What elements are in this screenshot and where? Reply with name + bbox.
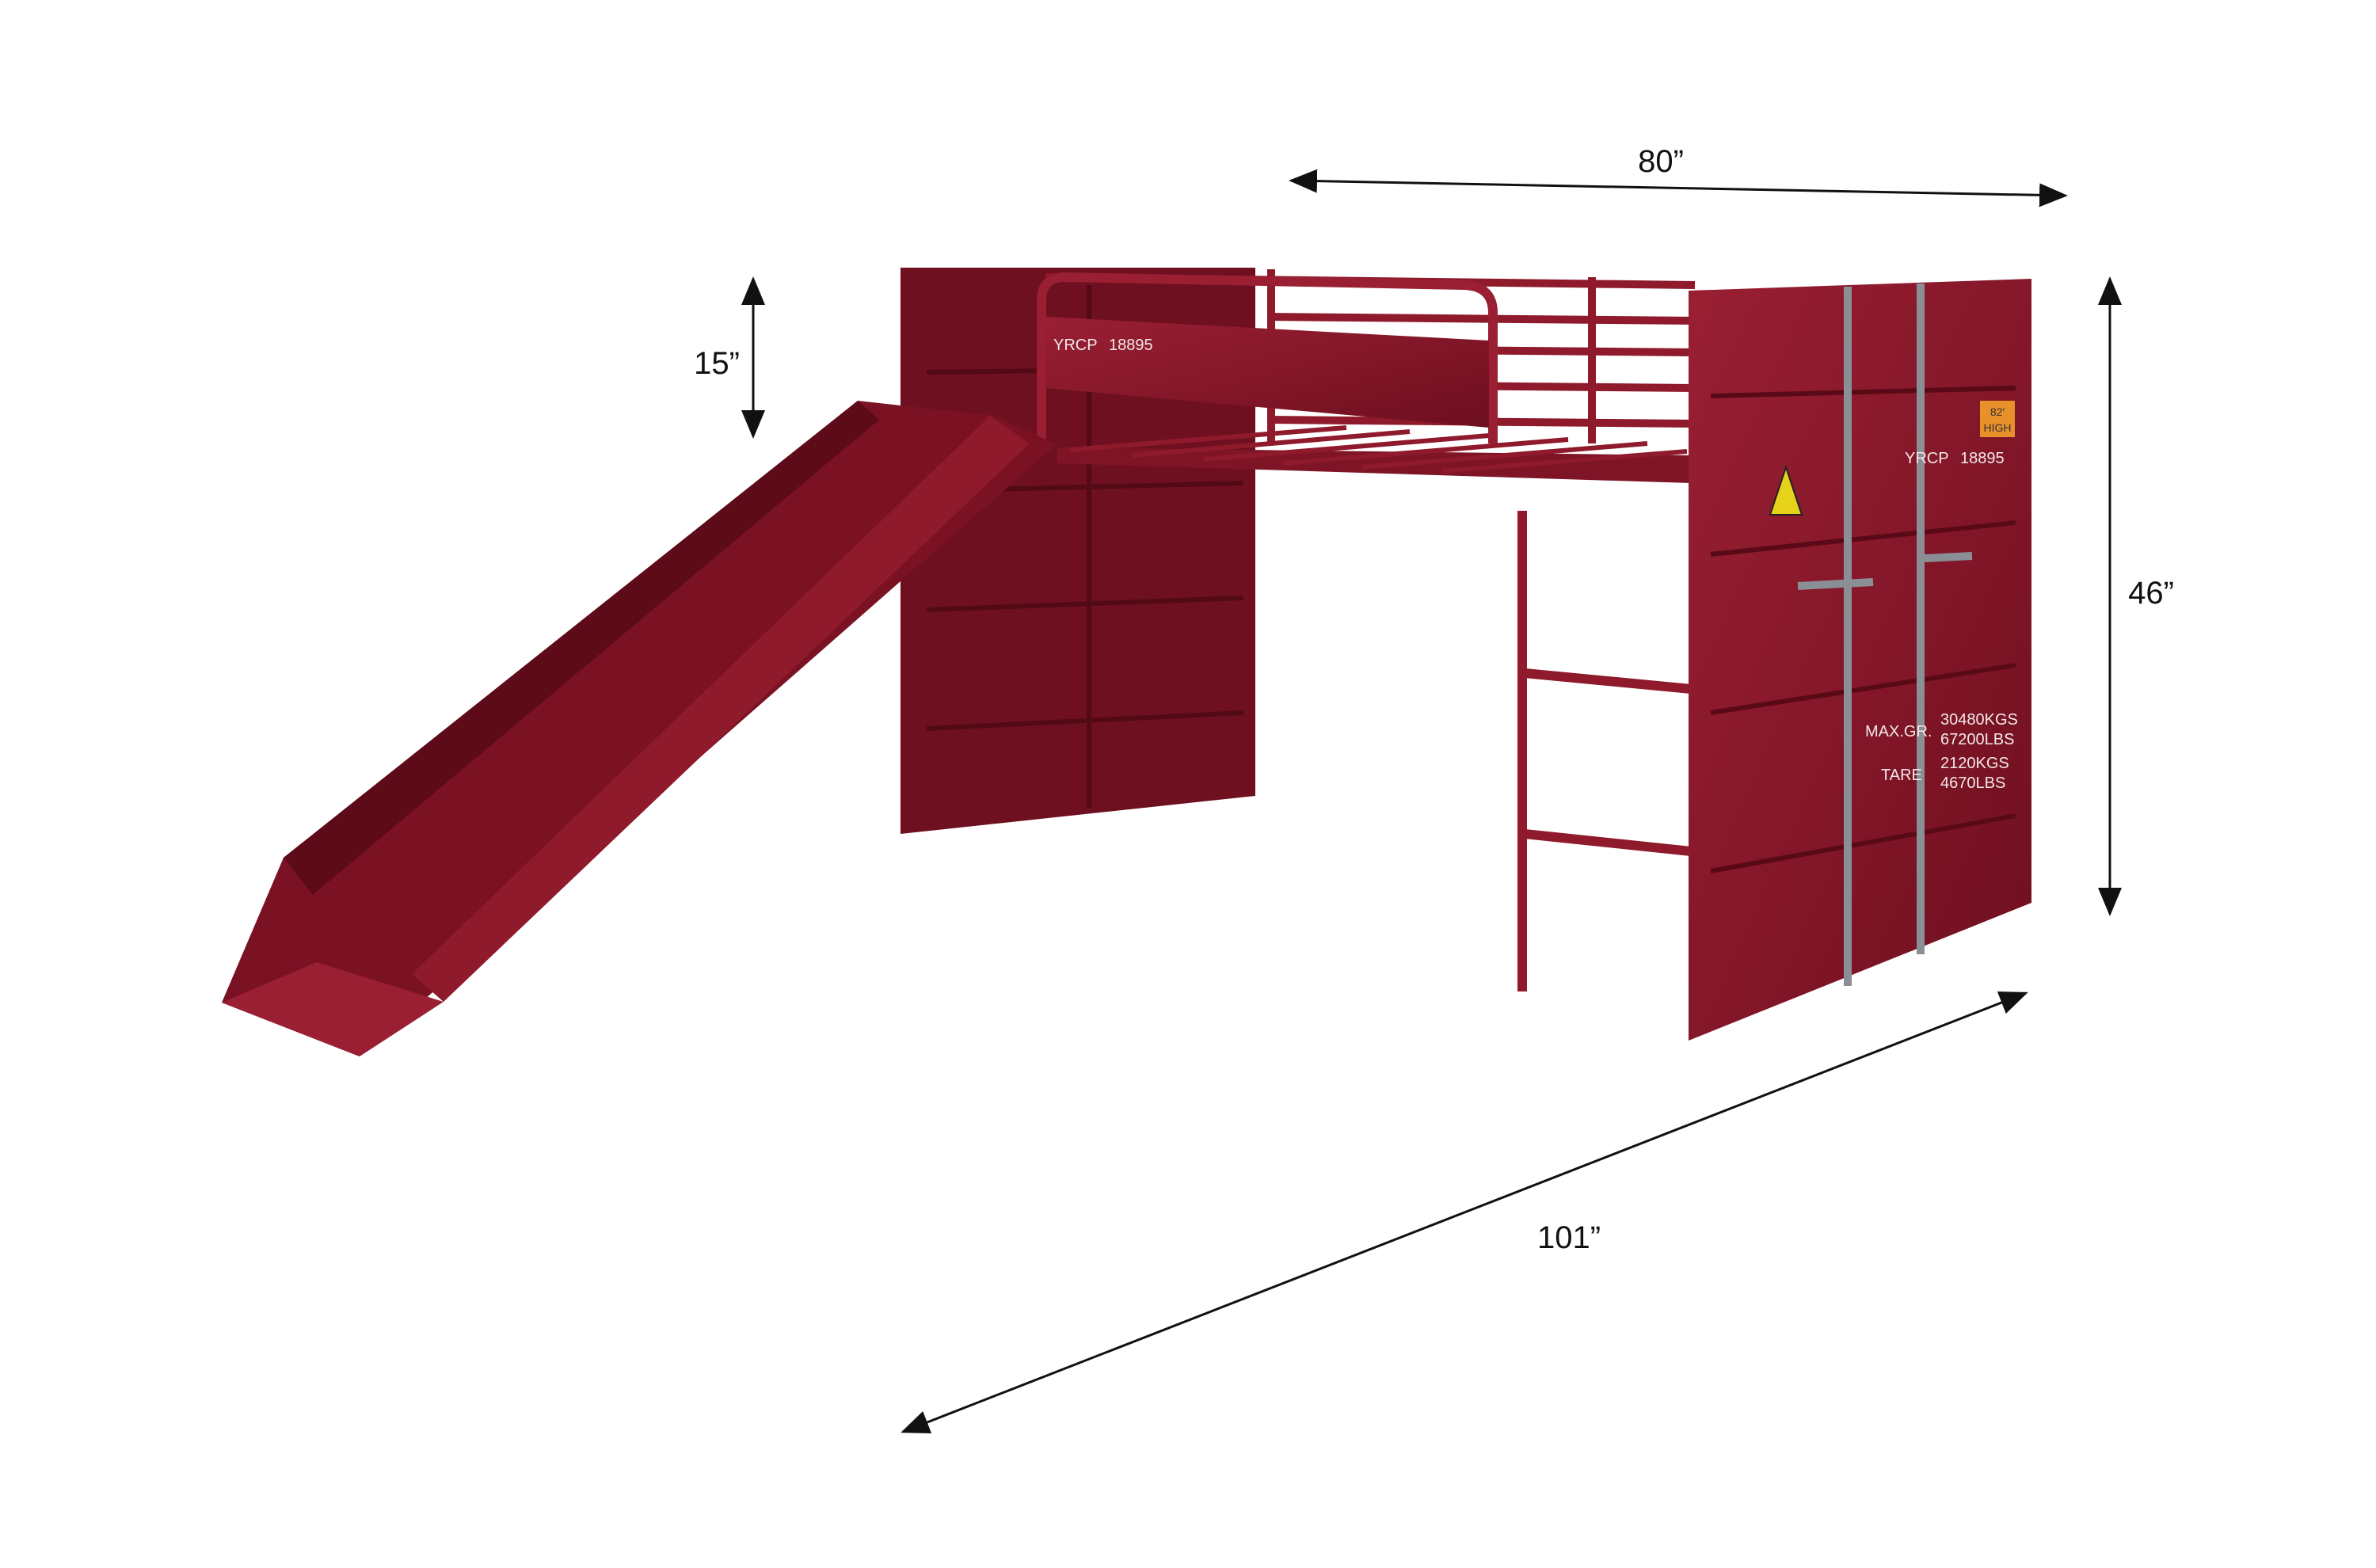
rail-id-prefix: YRCP [1053,337,1098,354]
tare-kgs: 2120KGS [1940,755,2009,772]
tare-label: TARE [1881,767,1922,784]
length-label: 80” [1638,144,1684,179]
length-arrow [1289,169,2068,207]
slide [222,401,1057,1056]
max-gr-kgs: 30480KGS [1940,711,2018,729]
max-gr-lbs: 67200LBS [1940,731,2014,748]
height-label-2: HIGH [1984,421,2012,434]
rail-id-number: 18895 [1109,337,1153,354]
rail-height-label: 15” [694,346,740,381]
door-id-number: 18895 [1960,450,2005,467]
height-label: 46” [2128,576,2174,611]
left-container-panel [901,268,1255,834]
guard-rail: YRCP 18895 [1037,272,1498,443]
max-gr-label: MAX.GR. [1865,723,1932,740]
door-id-prefix: YRCP [1905,450,1949,467]
overall-length-arrow [901,991,2028,1433]
ladder [1517,511,1692,991]
height-label-badge [1980,401,2015,437]
tare-lbs: 4670LBS [1940,774,2005,792]
warning-sign-icon [1769,464,1803,516]
overall-length-label: 101” [1537,1220,1601,1255]
door-lock-bars [1797,284,1973,986]
right-container-panel: 82′ HIGH YRCP 18895 MAX.GR. 30480KGS 672… [1689,279,2031,1041]
height-label-1: 82′ [1990,405,2005,418]
bed-deck [1057,425,1691,483]
